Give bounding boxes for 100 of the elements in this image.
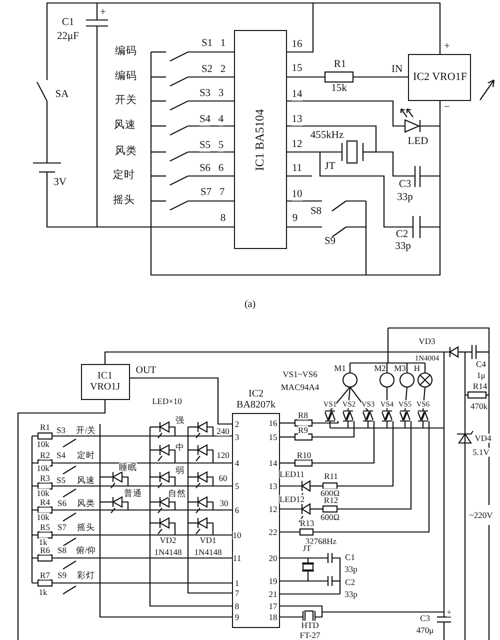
pin-number: 19	[268, 576, 278, 586]
polarity-mark: +	[446, 608, 452, 616]
function-label: 开关	[115, 96, 137, 106]
component-label: LED11	[280, 470, 304, 478]
component-label: S9	[324, 236, 336, 248]
pin-number: 20	[268, 554, 278, 562]
function-label: 编码	[115, 46, 137, 58]
function-label: 摇头	[113, 196, 135, 206]
value-label: 10k	[36, 488, 50, 498]
value-label: 600Ω	[320, 488, 340, 498]
function-label: 风速	[77, 476, 95, 484]
component-label: S8	[58, 546, 66, 554]
component-label: S8	[310, 206, 322, 218]
value-label: 33p	[397, 192, 413, 204]
component-label: R5	[40, 522, 50, 532]
component-label: C4	[476, 360, 486, 368]
component-label: R14	[472, 382, 488, 390]
pin-number: 3	[218, 88, 224, 100]
function-label: 120	[216, 450, 230, 460]
function-label: 30	[220, 498, 228, 508]
component-label: S3	[199, 88, 211, 100]
component-label: R6	[40, 546, 50, 554]
component-label: R13	[300, 518, 314, 528]
component-label: JT	[324, 162, 336, 172]
function-label: 编码	[115, 72, 137, 82]
component-label: SA	[55, 90, 69, 100]
pin-number: 7	[234, 588, 240, 598]
value-label: ~220V	[469, 510, 493, 520]
value-label: MAC94A4	[280, 382, 320, 392]
component-label: VD2	[160, 536, 176, 544]
pin-number: 6	[234, 506, 240, 514]
function-label: 自然	[168, 488, 186, 498]
function-label: 彩灯	[77, 570, 95, 580]
value-label: 1N4148	[194, 548, 222, 556]
component-label: S4	[56, 450, 66, 460]
chip-label: IC1 VRO1J	[88, 372, 121, 392]
function-label: 摇头	[77, 522, 95, 532]
component-label: S5	[199, 140, 211, 152]
component-label: JT	[302, 544, 312, 552]
pin-number: 11	[232, 554, 242, 562]
component-label: S7	[58, 522, 66, 532]
component-label: R1	[40, 422, 50, 432]
component-label: R11	[324, 472, 338, 480]
value-label: 15k	[331, 84, 347, 94]
caption: (a)	[244, 300, 256, 310]
component-label: VD4	[474, 434, 492, 442]
component-label: S4	[199, 114, 211, 126]
component-label: VD3	[418, 336, 436, 346]
component-label: S1	[201, 38, 213, 50]
value-label: 10k	[36, 464, 50, 472]
pin-number: 13	[268, 482, 278, 490]
pin-number: 3	[234, 432, 240, 442]
pin-number: 12	[268, 504, 278, 514]
component-label: H	[414, 364, 420, 372]
function-label: 中	[176, 442, 184, 452]
function-label: 风速	[114, 120, 136, 132]
value-label: 1k	[38, 538, 48, 546]
component-label: R12	[324, 496, 338, 504]
pin-number: 5	[234, 482, 240, 490]
component-label: R4	[40, 498, 50, 506]
value-label: 33p	[344, 590, 358, 598]
value-label: 3V	[54, 178, 66, 188]
component-label: M2	[374, 364, 386, 372]
value-label: 10k	[36, 512, 50, 522]
pin-number: 2	[234, 420, 240, 428]
pin-number: 21	[268, 590, 278, 598]
pin-number: 4	[234, 458, 240, 468]
component-label: C1	[345, 552, 355, 562]
pin-number: 16	[292, 40, 302, 50]
pin-number: 9	[292, 214, 298, 224]
value-label: 600Ω	[320, 512, 340, 522]
component-label: VD1	[200, 536, 216, 544]
pin-number: 10	[292, 190, 302, 200]
component-label: S6	[58, 498, 66, 508]
edge-label: OUT	[136, 366, 156, 376]
component-label: R8	[298, 410, 308, 420]
pin-number: 22	[268, 528, 278, 536]
value-label: 1μ	[476, 370, 486, 380]
value-label: 1N4148	[154, 548, 182, 556]
chip-label: IC2 BA8207k	[236, 390, 276, 410]
function-label: 普通	[124, 488, 142, 498]
component-label: S3	[56, 426, 66, 434]
component-label: R3	[40, 474, 50, 482]
component-label: R9	[298, 426, 308, 434]
pin-number: 14	[268, 458, 278, 468]
component-label: C3	[398, 180, 412, 190]
pin-number: 5	[218, 140, 224, 152]
function-label: 强	[176, 416, 184, 424]
component-label: M3	[394, 364, 406, 372]
function-label: 弱	[176, 466, 184, 474]
pin-number: 8	[220, 214, 226, 224]
pin-number: 16	[268, 418, 278, 428]
component-label: C1	[62, 18, 74, 28]
function-label: 俯/仰	[76, 546, 96, 554]
wire	[130, 377, 232, 425]
component-label: S5	[56, 476, 66, 484]
function-label: 风类	[77, 498, 95, 508]
component-label: R10	[296, 450, 312, 460]
wire	[287, 2, 441, 54]
chip-label: IC2 VRO1F	[412, 72, 468, 84]
